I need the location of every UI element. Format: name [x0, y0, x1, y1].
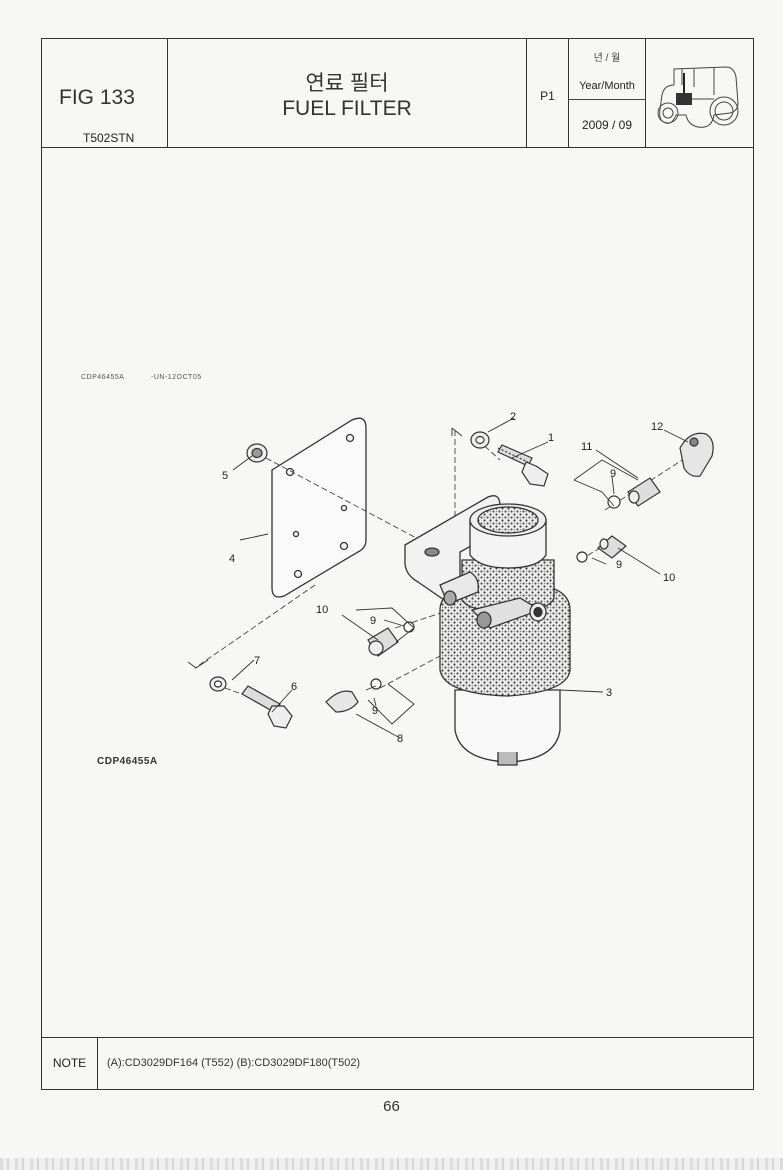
page-code-cell: P1: [527, 39, 569, 147]
callout-7: 7: [254, 655, 260, 667]
leader-lines: [187, 417, 689, 739]
tractor-icon: [657, 66, 739, 128]
diagram-code-small: CDP46455A: [81, 374, 125, 381]
callout-6: 6: [291, 681, 297, 693]
callout-2: 2: [510, 411, 516, 423]
page-frame: FIG 133 T502STN 연료 필터 FUEL FILTER P1 년 /…: [41, 38, 754, 1090]
date-label-english: Year/Month: [579, 80, 635, 92]
washer-and-bolt-parts: [470, 431, 549, 487]
date-value: 2009 / 09: [581, 118, 633, 132]
callout-3: 3: [606, 687, 612, 699]
callout-10b: 10: [316, 604, 328, 616]
note-label: NOTE: [42, 1038, 98, 1089]
lower-washer-and-bolt-parts: [209, 676, 293, 729]
note-row: NOTE (A):CD3029DF164 (T552) (B):CD3029DF…: [42, 1037, 753, 1089]
date-cell: 년 / 월 Year/Month 2009 / 09: [569, 39, 646, 147]
left-fittings-parts: [325, 621, 415, 713]
title-korean: 연료 필터: [305, 72, 389, 95]
model-code: T502STN: [83, 131, 135, 145]
fuel-filter-assembly: [439, 503, 571, 766]
title-block: FIG 133 T502STN 연료 필터 FUEL FILTER P1 년 /…: [42, 39, 753, 148]
callout-12: 12: [651, 421, 663, 433]
thumbnail-cell: [646, 39, 753, 147]
callout-11: 11: [581, 441, 592, 453]
figure-number: FIG 133: [59, 86, 135, 109]
callout-9a: 9: [610, 468, 616, 480]
callout-9d: 9: [372, 705, 378, 717]
title-cell: 연료 필터 FUEL FILTER: [168, 39, 527, 147]
callout-9c: 9: [370, 615, 376, 627]
callout-8: 8: [397, 733, 403, 745]
scan-artifact-strip: [0, 1158, 783, 1170]
mounting-plate-part: [271, 417, 367, 598]
date-divider: [569, 99, 645, 100]
callout-1: 1: [548, 432, 554, 444]
note-text: (A):CD3029DF164 (T552) (B):CD3029DF180(T…: [107, 1057, 361, 1069]
right-fittings-parts: [576, 432, 714, 563]
date-label-korean: 년 / 월: [593, 53, 621, 64]
figure-number-cell: FIG 133 T502STN: [42, 39, 168, 147]
callout-9b: 9: [616, 559, 622, 571]
diagram-code-suffix: -UN-12OCT05: [151, 374, 202, 381]
title-english: FUEL FILTER: [282, 97, 412, 120]
figure-code: CDP46455A: [97, 756, 158, 767]
callout-5: 5: [222, 470, 228, 482]
callout-10a: 10: [663, 572, 675, 584]
page-number: 66: [383, 1098, 400, 1115]
callout-4: 4: [229, 553, 235, 565]
nut-part: [246, 443, 268, 463]
callout-numbers: 1 2 3 4 5 6 7 8 9 9 9 9 10 10 11 12: [222, 411, 675, 745]
page-code: P1: [540, 89, 555, 103]
